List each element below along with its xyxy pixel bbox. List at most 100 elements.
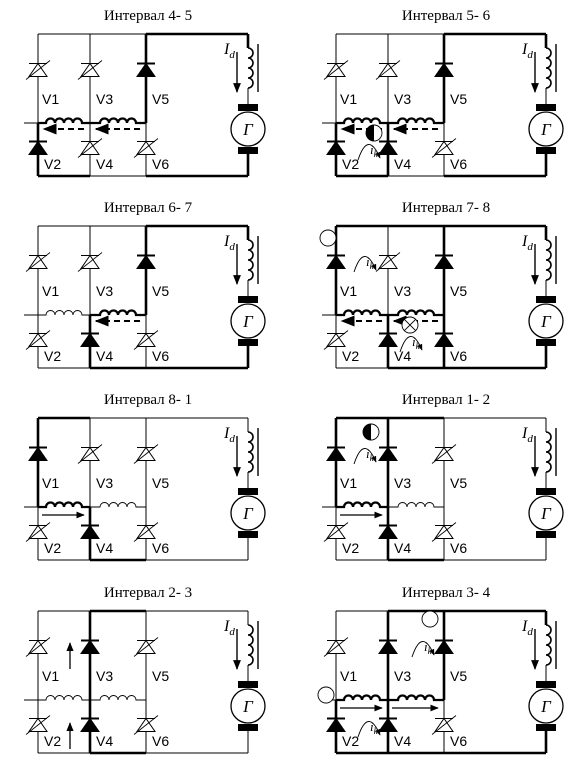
motor-label: Г [242, 697, 254, 716]
diode-label: V1 [340, 283, 357, 299]
phase-inductor-icon [90, 309, 146, 317]
diode-v6 [431, 522, 457, 542]
commutation-current-label: ik [412, 334, 421, 351]
diode-v5 [434, 254, 454, 269]
motor-icon [528, 495, 564, 531]
commutation-marker-icon [365, 124, 383, 142]
diode-label: V6 [450, 540, 467, 556]
phase-inductor-icon [388, 309, 444, 317]
commutation-marker-icon [362, 423, 380, 441]
motor-brush [238, 724, 258, 731]
motor-label: Г [242, 504, 254, 523]
diode-v4 [80, 524, 100, 539]
diode-label: V2 [44, 156, 61, 172]
diode-v5 [434, 639, 454, 654]
diode-label: V6 [450, 156, 467, 172]
commutation-current-arrow [357, 144, 381, 161]
current-label: Id [521, 233, 533, 253]
diode-v3 [375, 252, 401, 272]
diode-label: V4 [394, 348, 411, 364]
current-label: Id [521, 425, 533, 445]
diode-v1 [323, 60, 349, 80]
diode-v3 [375, 60, 401, 80]
diode-label: V1 [340, 91, 357, 107]
current-label: Id [223, 41, 235, 61]
motor-label: Г [242, 120, 254, 139]
motor-label: Г [540, 504, 552, 523]
inductor-icon [545, 624, 552, 666]
diode-label: V3 [394, 91, 411, 107]
diode-label: V5 [450, 475, 467, 491]
phase-inductor-icon [388, 694, 444, 702]
diode-label: V6 [152, 540, 169, 556]
phase-inductor-icon [38, 310, 90, 316]
commutation-current-label: ik [370, 719, 379, 736]
diode-label: V1 [340, 668, 357, 684]
motor-brush [536, 104, 556, 111]
panel-title: Интервал 8- 1 [104, 392, 192, 408]
diode-label: V5 [152, 91, 169, 107]
diode-label: V3 [96, 475, 113, 491]
commutation-current-label: ik [366, 254, 375, 271]
current-label: Id [223, 233, 235, 253]
diode-v4 [378, 524, 398, 539]
diode-v3 [378, 639, 398, 654]
diode-label: V4 [96, 540, 113, 556]
diode-label: V5 [152, 475, 169, 491]
motor-brush [238, 488, 258, 495]
commutation-marker-icon [319, 229, 337, 247]
inductor-icon [247, 624, 254, 666]
diode-label: V5 [152, 668, 169, 684]
diode-v5 [431, 444, 457, 464]
diode-v5 [136, 254, 156, 269]
phase-inductor-icon [336, 694, 388, 702]
commutation-current-label: ik [370, 142, 379, 159]
panel-title: Интервал 3- 4 [402, 585, 491, 601]
motor-label: Г [540, 697, 552, 716]
phase-inductor-icon [336, 309, 388, 317]
diode-v1 [28, 446, 48, 461]
panel-title: Интервал 4- 5 [104, 8, 192, 24]
diode-label: V2 [342, 733, 359, 749]
motor-icon [528, 688, 564, 724]
commutation-current-arrow [353, 448, 377, 465]
diode-v6 [133, 138, 159, 158]
phase-inductor-icon [336, 501, 388, 509]
motor-brush [238, 104, 258, 111]
diode-v4 [80, 332, 100, 347]
current-label: Id [223, 425, 235, 445]
commutation-current-label: ik [424, 639, 433, 656]
diode-v2 [25, 715, 51, 735]
diode-label: V4 [394, 540, 411, 556]
diode-v2 [25, 522, 51, 542]
current-label: Id [521, 618, 533, 638]
diode-v1 [25, 60, 51, 80]
diode-v6 [434, 332, 454, 347]
current-label: Id [223, 618, 235, 638]
phase-inductor-icon [336, 117, 388, 125]
diode-label: V2 [342, 348, 359, 364]
diode-label: V1 [42, 91, 59, 107]
phase-inductor-icon [90, 117, 146, 125]
diode-label: V3 [394, 668, 411, 684]
motor-brush [238, 147, 258, 154]
motor-label: Г [540, 312, 552, 331]
diode-v6 [133, 715, 159, 735]
diode-v2 [326, 717, 346, 732]
diode-v4 [378, 140, 398, 155]
diode-label: V6 [152, 733, 169, 749]
diode-v3 [77, 444, 103, 464]
commutation-current-arrow [357, 721, 381, 738]
diode-label: V1 [42, 668, 59, 684]
inductor-icon [545, 47, 552, 89]
motor-brush [536, 724, 556, 731]
commutation-current-arrow [411, 641, 435, 658]
diode-v1 [25, 637, 51, 657]
diode-label: V4 [96, 348, 113, 364]
diode-v6 [133, 522, 159, 542]
